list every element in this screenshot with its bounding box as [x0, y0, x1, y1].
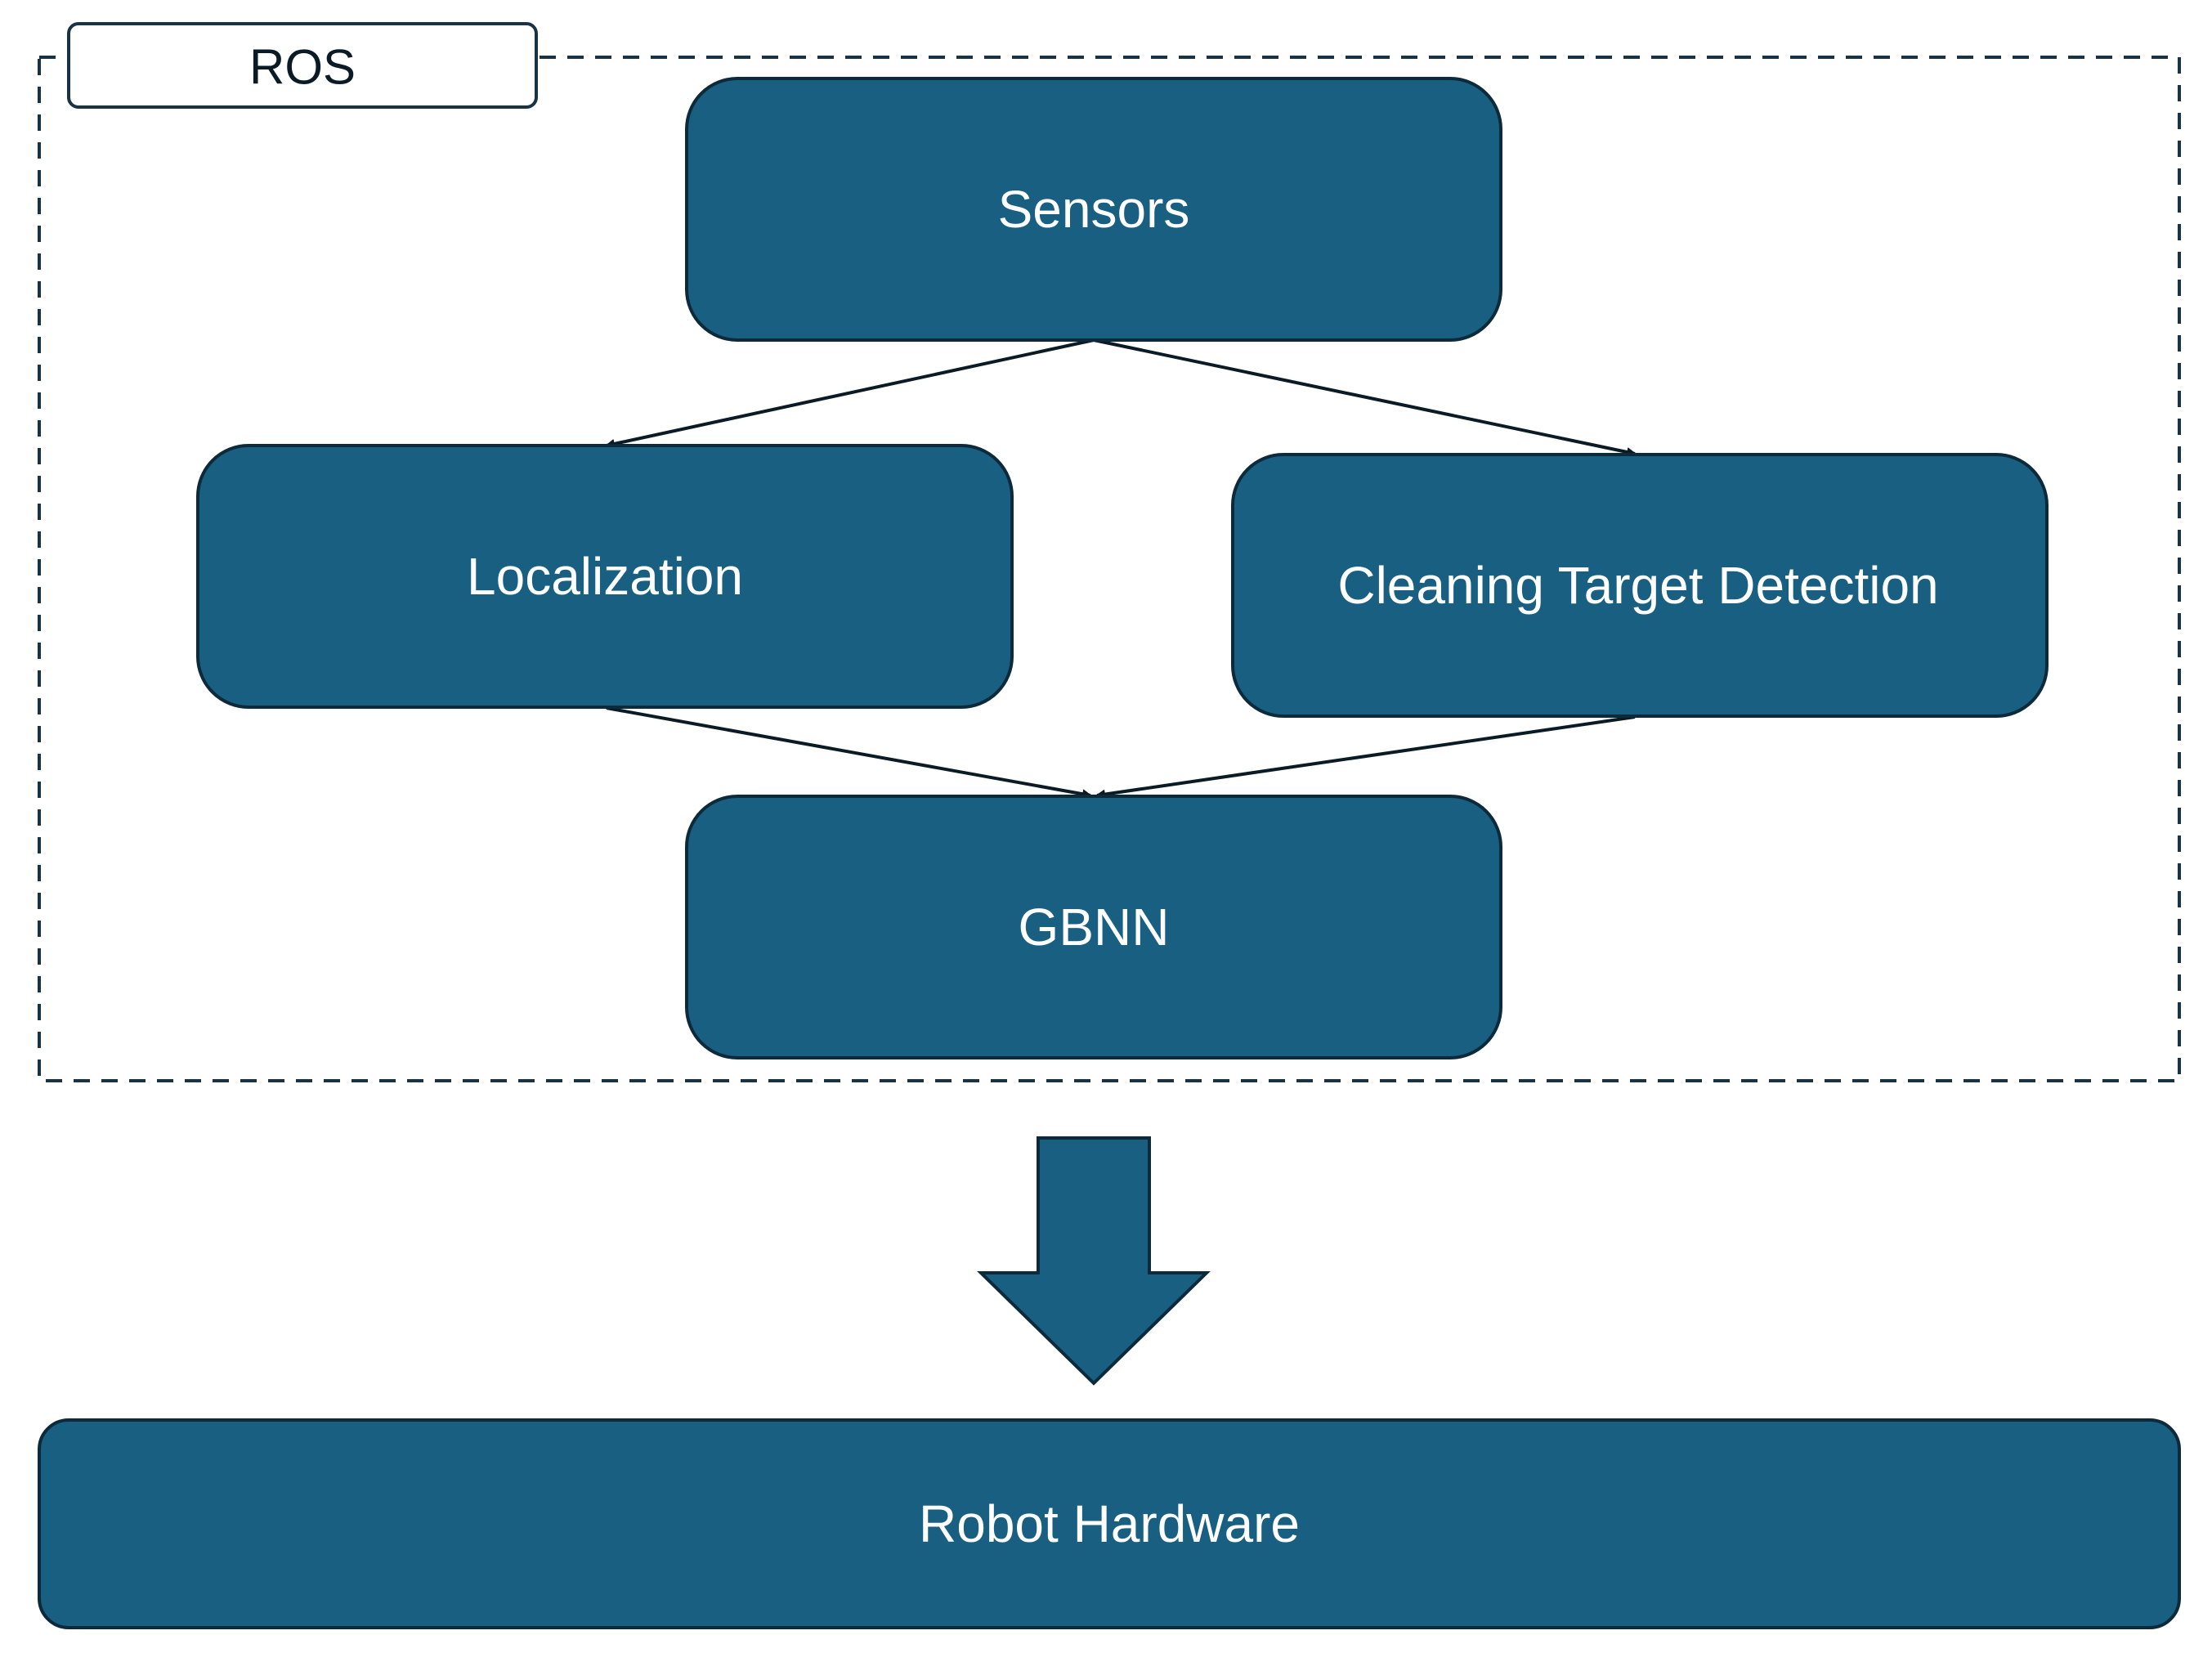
node-robot-hardware: Robot Hardware: [38, 1418, 2181, 1629]
edge-sensors-to-cleaning-target-detection: [1093, 338, 1637, 457]
node-sensors: Sensors: [685, 77, 1502, 342]
node-gbnn: GBNN: [685, 795, 1502, 1059]
ros-group-boundary: [38, 56, 2181, 1082]
node-localization-label: Localization: [467, 547, 743, 606]
node-cleaning-target-detection-label: Cleaning Target Detection: [1337, 556, 1938, 615]
node-robot-hardware-label: Robot Hardware: [919, 1494, 1300, 1553]
node-cleaning-target-detection: Cleaning Target Detection: [1231, 453, 2049, 718]
ros-label-tab: ROS: [67, 22, 538, 109]
edge-sensors-to-localization: [605, 338, 1095, 449]
node-sensors-label: Sensors: [998, 180, 1190, 239]
edge-cleaning-target-detection-to-gbnn: [1095, 715, 1636, 800]
edge-localization-to-gbnn: [606, 706, 1092, 800]
ros-to-hardware-arrow: [977, 1136, 1211, 1386]
node-localization: Localization: [196, 444, 1014, 709]
ros-label: ROS: [249, 40, 356, 95]
node-gbnn-label: GBNN: [1019, 898, 1170, 956]
